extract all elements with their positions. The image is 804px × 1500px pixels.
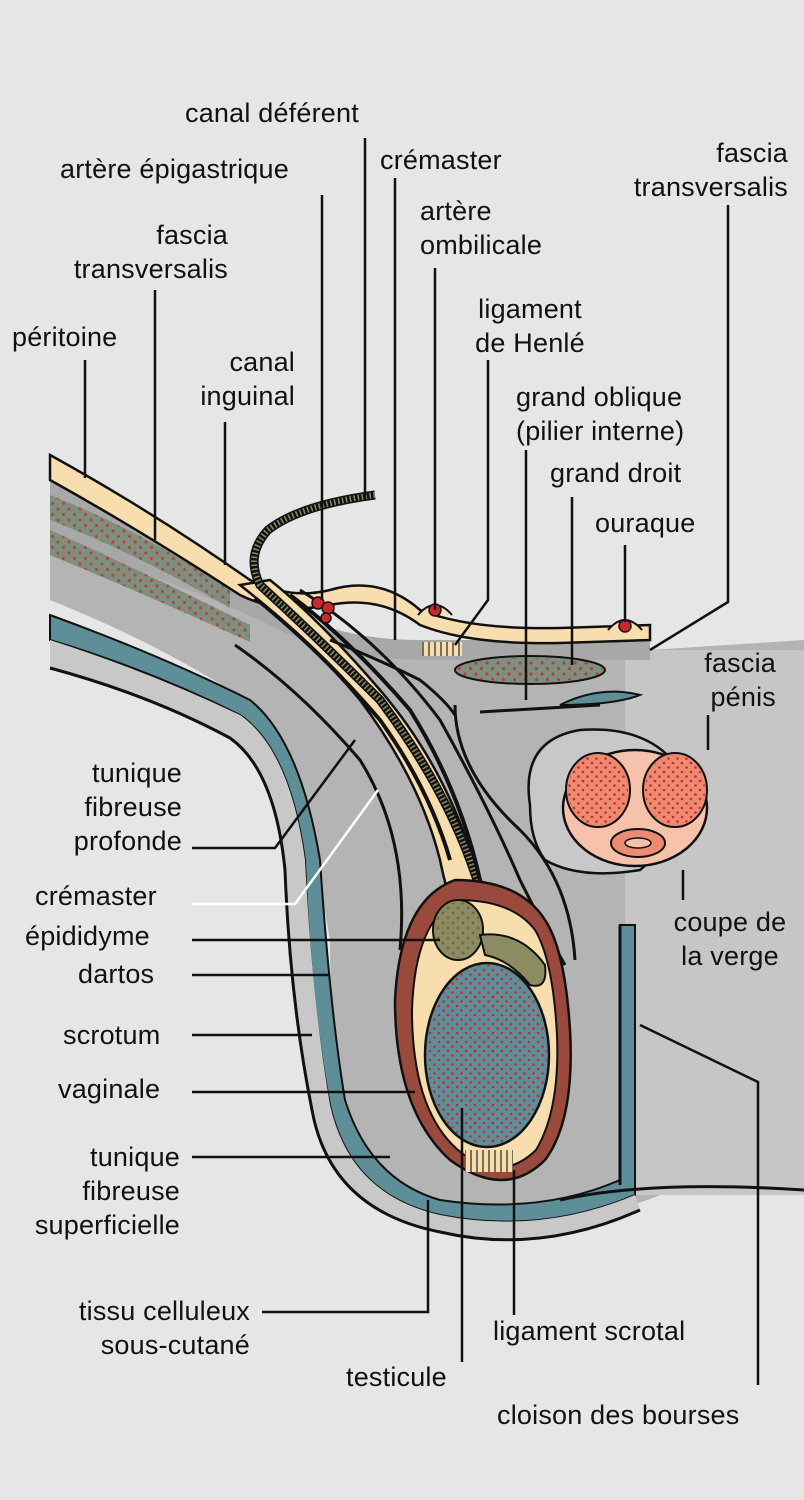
cord-vessel-2 (288, 593, 482, 955)
peritoneum-band (48, 452, 652, 645)
label-line: pénis (710, 682, 776, 712)
label-line: sous-cutané (100, 1330, 250, 1360)
label-line: de Henlé (475, 328, 585, 358)
label-vaginale: vaginale (58, 1074, 161, 1104)
label-grand-oblique: grand oblique (pilier interne) (516, 380, 684, 448)
label-grand-droit: grand droit (550, 458, 682, 488)
label-tunique-fibreuse-superficielle: tunique fibreuse superficielle (5, 1140, 180, 1242)
label-line: transversalis (73, 254, 228, 284)
label-line: fibreuse (82, 1176, 180, 1206)
epigastric-artery-3 (320, 612, 332, 624)
epigastric-artery-2 (321, 601, 335, 615)
label-line: (pilier interne) (516, 416, 685, 446)
label-line: profonde (73, 826, 182, 856)
scrotal-ligament (465, 1150, 513, 1172)
epididymis-dots (435, 902, 481, 958)
label-tissu-celluleux: tissu celluleux sous-cutané (20, 1294, 250, 1362)
label-canal-deferent: canal déférent (185, 98, 359, 128)
label-fascia-penis: fascia pénis (660, 646, 776, 714)
label-line: coupe de (673, 907, 787, 937)
epididymis-tail (478, 933, 547, 987)
label-line: transversalis (633, 172, 788, 202)
label-line: ligament (478, 294, 582, 324)
cremaster-outer-line (234, 643, 404, 951)
label-line: la verge (681, 941, 779, 971)
label-testicule: testicule (346, 1362, 447, 1392)
label-ligament-henle: ligament de Henlé (460, 292, 600, 360)
label-line: tissu celluleux (78, 1296, 250, 1326)
label-dartos: dartos (78, 959, 155, 989)
urethra (624, 837, 652, 849)
label-line: fascia (704, 648, 776, 678)
label-ouraque: ouraque (595, 508, 696, 538)
label-tunique-fibreuse-profonde: tunique fibreuse profonde (20, 756, 182, 858)
label-fascia-transversalis-right: fascia transversalis (600, 136, 788, 204)
label-epididyme: épididyme (25, 921, 150, 951)
label-canal-inguinal: canal inguinal (160, 345, 295, 413)
label-ligament-scrotal: ligament scrotal (493, 1316, 686, 1346)
label-line: ombilicale (420, 230, 543, 260)
label-line: fibreuse (84, 792, 182, 822)
corpus-cavernosum-left-dots (568, 755, 628, 825)
label-line: fascia (156, 220, 228, 250)
cremaster-top-line (329, 638, 457, 716)
penis-region (625, 650, 804, 1195)
septum-bottom (559, 1185, 804, 1202)
testis-dots (427, 965, 547, 1145)
label-artere-epigastrique: artère épigastrique (60, 154, 289, 184)
henle-ligament (422, 642, 462, 656)
label-line: inguinal (200, 381, 295, 411)
label-cremaster-left: crémaster (35, 881, 157, 911)
label-artere-ombilicale: artère ombilicale (420, 194, 542, 262)
cord-vessel-1 (253, 596, 452, 861)
label-cloison-bourses: cloison des bourses (497, 1400, 740, 1430)
label-line: artère (420, 196, 492, 226)
skin-outline (49, 666, 641, 1242)
linea-horizontal (479, 703, 601, 714)
label-scrotum: scrotum (63, 1020, 161, 1050)
corpus-cavernosum-right-dots (645, 755, 705, 825)
label-line: tunique (92, 758, 182, 788)
label-line: canal (229, 347, 295, 377)
label-cremaster-top: crémaster (380, 145, 502, 175)
deep-tunic-line (453, 704, 577, 961)
label-line: superficielle (34, 1210, 180, 1240)
label-line: grand oblique (516, 382, 683, 412)
leader-lines (83, 138, 760, 1385)
label-line: tunique (90, 1142, 180, 1172)
label-peritoine: péritoine (12, 322, 118, 352)
label-coupe-verge: coupe de la verge (660, 905, 800, 973)
label-line: fascia (716, 138, 788, 168)
ductus-deferens-inner (251, 492, 523, 962)
label-fascia-transversalis-left: fascia transversalis (30, 218, 228, 286)
grand-droit-dots (457, 658, 603, 682)
